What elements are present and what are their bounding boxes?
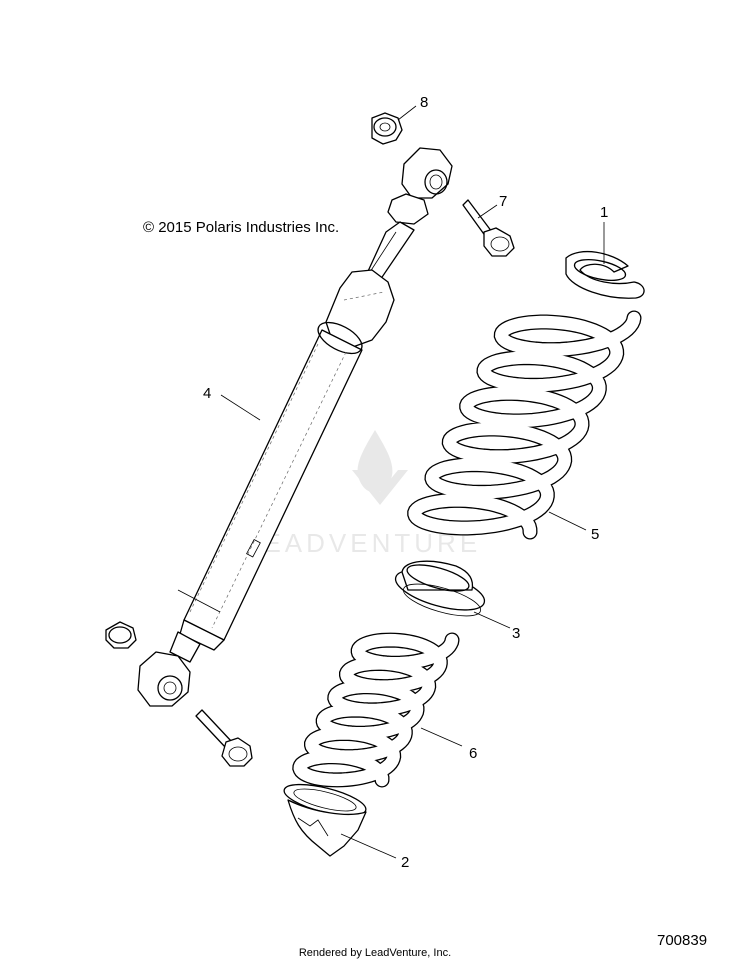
- lower-spring-coil: [293, 633, 459, 787]
- part-2-lower-spring-seat: [283, 783, 367, 857]
- callout-leaders: [220, 105, 605, 859]
- part-3-spacer: [394, 560, 486, 617]
- footer-credit: Rendered by LeadVenture, Inc.: [298, 947, 452, 959]
- part-8-bushing: [371, 112, 403, 145]
- callout-7: 7: [499, 193, 507, 210]
- callout-3: 3: [512, 625, 520, 642]
- callout-6: 6: [469, 745, 477, 762]
- callout-1: 1: [600, 204, 608, 221]
- callout-8: 8: [420, 94, 428, 111]
- bottom-bushing: [105, 621, 137, 649]
- part-4-shock-absorber: [137, 147, 453, 707]
- callouts: 1 2 3 4 5 6 7 8: [203, 94, 608, 871]
- bottom-bolt: [195, 709, 253, 767]
- callout-4: 4: [203, 385, 211, 402]
- callout-2: 2: [401, 854, 409, 871]
- upper-spring-coil: [408, 311, 641, 539]
- diagram-id: 700839: [657, 932, 708, 949]
- copyright-notice: © 2015 Polaris Industries Inc.: [143, 219, 340, 236]
- callout-5: 5: [591, 526, 599, 543]
- part-7-bolt: [462, 199, 515, 257]
- part-5-upper-spring: [407, 310, 642, 540]
- part-1-retainer-clip: [565, 250, 645, 299]
- part-6-lower-spring: [292, 632, 460, 788]
